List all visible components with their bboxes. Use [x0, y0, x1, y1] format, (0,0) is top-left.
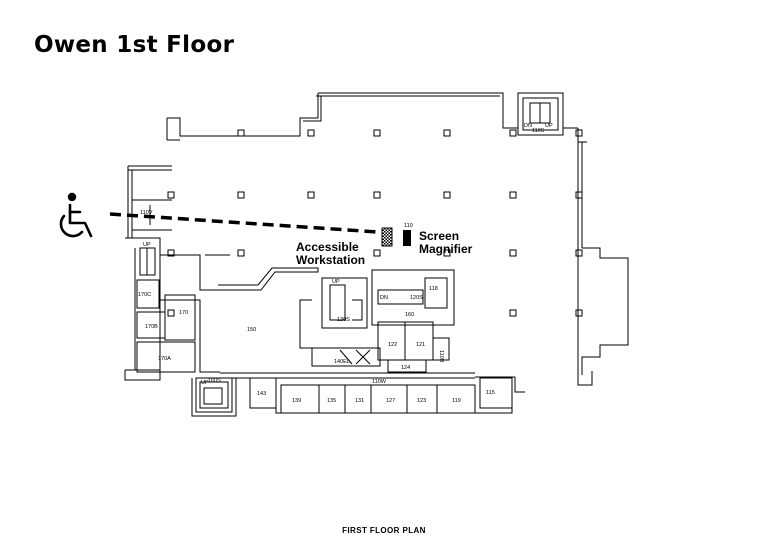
- accessible-workstation-label: Accessible: [296, 240, 359, 254]
- screen-magnifier-marker: [403, 230, 411, 246]
- room-label: 160: [405, 312, 414, 318]
- room-label: 110B: [438, 350, 444, 363]
- room-label: 150: [247, 327, 256, 333]
- elevator-140EL: [311, 347, 381, 367]
- room-115: [479, 377, 513, 409]
- room-label: 170C: [138, 292, 151, 298]
- room-label: 130S: [337, 317, 350, 323]
- stair-up-label: UP: [332, 279, 340, 285]
- screen-magnifier-label-2: Magnifier: [419, 242, 473, 256]
- room-label: 115: [486, 390, 495, 396]
- exterior-wall: [577, 128, 629, 377]
- room-label: 120S: [410, 295, 423, 301]
- room-label: 170: [179, 310, 188, 316]
- stair-110S-enclosure: [517, 92, 564, 136]
- room-label: 110S: [532, 128, 545, 134]
- room-170: [164, 294, 196, 341]
- room-label: 121: [416, 342, 425, 348]
- wheelchair-accessibility-icon: [59, 192, 93, 238]
- stair-up-label: UP: [201, 380, 209, 386]
- room-118: [424, 277, 448, 309]
- room-label: 170A: [158, 356, 171, 362]
- room-label: 110W: [372, 379, 387, 385]
- room-label: 123: [417, 398, 426, 404]
- room-label: 119: [452, 398, 461, 404]
- room-124: [387, 359, 427, 373]
- room-label: 160S: [208, 378, 221, 384]
- accessible-workstation-marker: [381, 227, 393, 247]
- room-label: 122: [388, 342, 397, 348]
- core-block-160: [371, 269, 455, 326]
- exterior-wall: [303, 95, 500, 122]
- exterior-wall: [127, 165, 172, 238]
- stair-dn-label: DN: [380, 295, 388, 301]
- room-label: 131: [355, 398, 364, 404]
- room-label: 124: [401, 365, 410, 371]
- stair-dn-label: DN: [524, 123, 532, 129]
- room-label: 127: [386, 398, 395, 404]
- room-label: 139: [292, 398, 301, 404]
- room-150-wall: [160, 299, 220, 373]
- exterior-wall: [475, 371, 593, 393]
- room-label: 110: [404, 223, 413, 229]
- room-label: 135: [327, 398, 336, 404]
- room-label: 118: [429, 286, 438, 292]
- route-line: [109, 212, 379, 234]
- room-label: 170B: [145, 324, 158, 330]
- room-110B: [432, 337, 450, 361]
- stair-130S: [321, 277, 368, 329]
- ramp: [218, 267, 319, 291]
- page-title: Owen 1st Floor: [34, 32, 235, 58]
- stair-up-label: UP: [143, 242, 151, 248]
- screen-magnifier-label: Screen: [419, 229, 459, 243]
- stair-120S: [377, 289, 424, 305]
- plan-caption: FIRST FLOOR PLAN: [342, 526, 426, 535]
- room-170A: [136, 341, 196, 373]
- room-label: 140EL: [334, 359, 350, 365]
- room-170C: [136, 279, 160, 309]
- stair-160S: [195, 377, 233, 413]
- column-grid: [167, 129, 583, 317]
- stair-up-label: UP: [545, 123, 553, 129]
- room-label: 110V: [140, 210, 153, 216]
- accessible-workstation-label-2: Workstation: [296, 253, 365, 267]
- left-wing-wall: [124, 237, 161, 381]
- stair-110S-inner: [522, 97, 559, 131]
- room-label: 143: [257, 391, 266, 397]
- exterior-wall: [166, 118, 180, 141]
- corridor-110W: [220, 372, 475, 379]
